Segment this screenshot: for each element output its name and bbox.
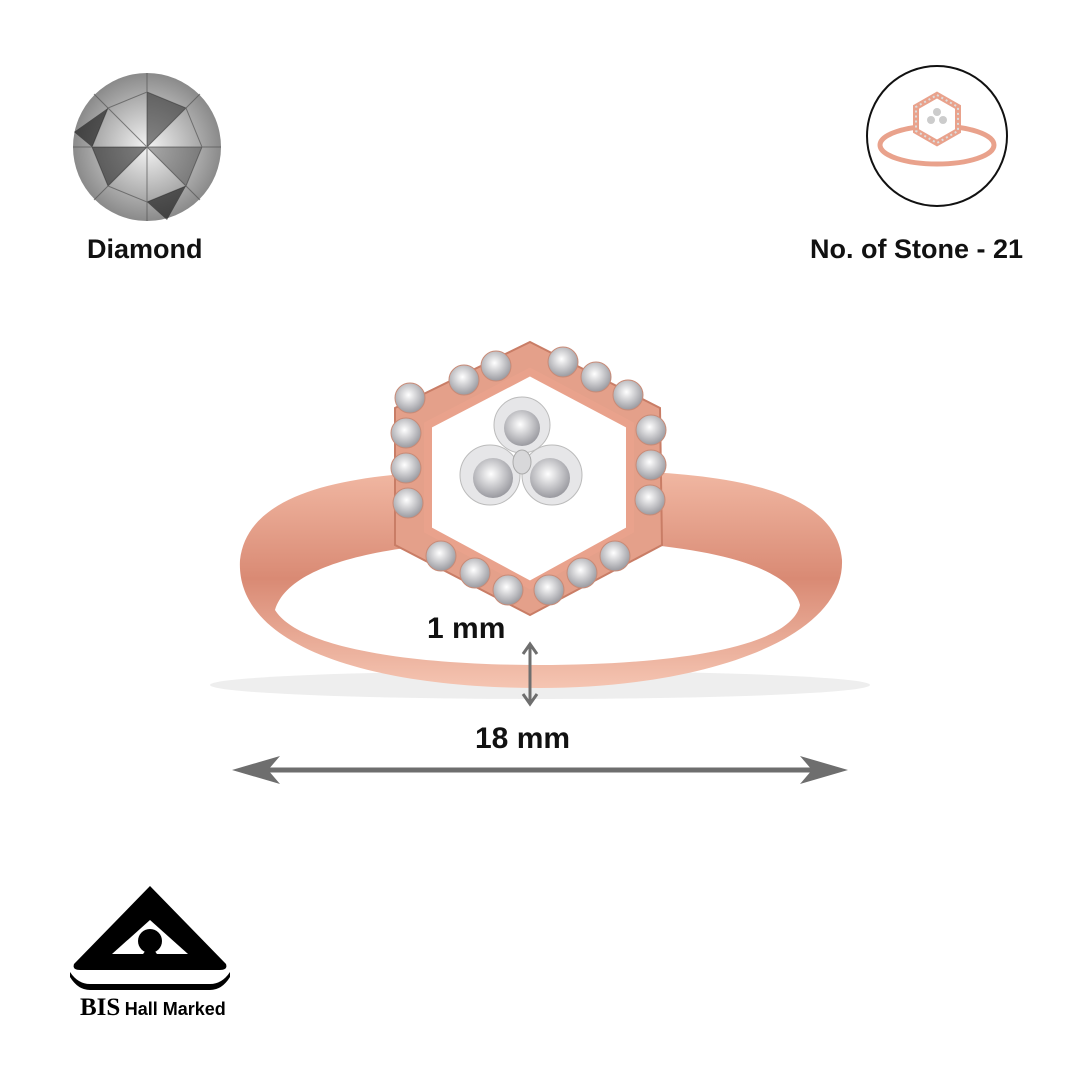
halo-stone [635,449,667,481]
halo-stone [480,350,512,382]
halo-stone [533,574,565,606]
halo-stone [394,382,426,414]
halo-stone [580,361,612,393]
halo-stone [492,574,524,606]
center-cluster [459,396,583,506]
halo-stone [392,487,424,519]
halo-stone [566,557,598,589]
halo-stone [635,414,667,446]
halo-stone [459,557,491,589]
ring-thumbnail-image [877,91,997,167]
halo-stone [425,540,457,572]
halo-stone [390,417,422,449]
bis-label: BIS Hall Marked [80,994,226,1022]
height-label: 1 mm [427,612,506,645]
bis-hallmark-logo [70,886,230,990]
ring-image [210,340,870,699]
halo-stone [390,452,422,484]
stone-type-label: Diamond [87,234,203,264]
diamond-icon [73,73,221,221]
ring-thumbnail[interactable] [866,65,1008,207]
width-arrow [232,756,848,784]
halo-stone [634,484,666,516]
hall-marked-text: Hall Marked [124,999,226,1019]
stone-count-label: No. of Stone - 21 [810,234,1024,264]
halo-stone [448,364,480,396]
halo-stone [612,379,644,411]
width-label: 18 mm [475,722,571,755]
halo-stone [599,540,631,572]
halo-stone [547,346,579,378]
bis-text: BIS [80,994,121,1021]
height-arrow [521,641,539,707]
